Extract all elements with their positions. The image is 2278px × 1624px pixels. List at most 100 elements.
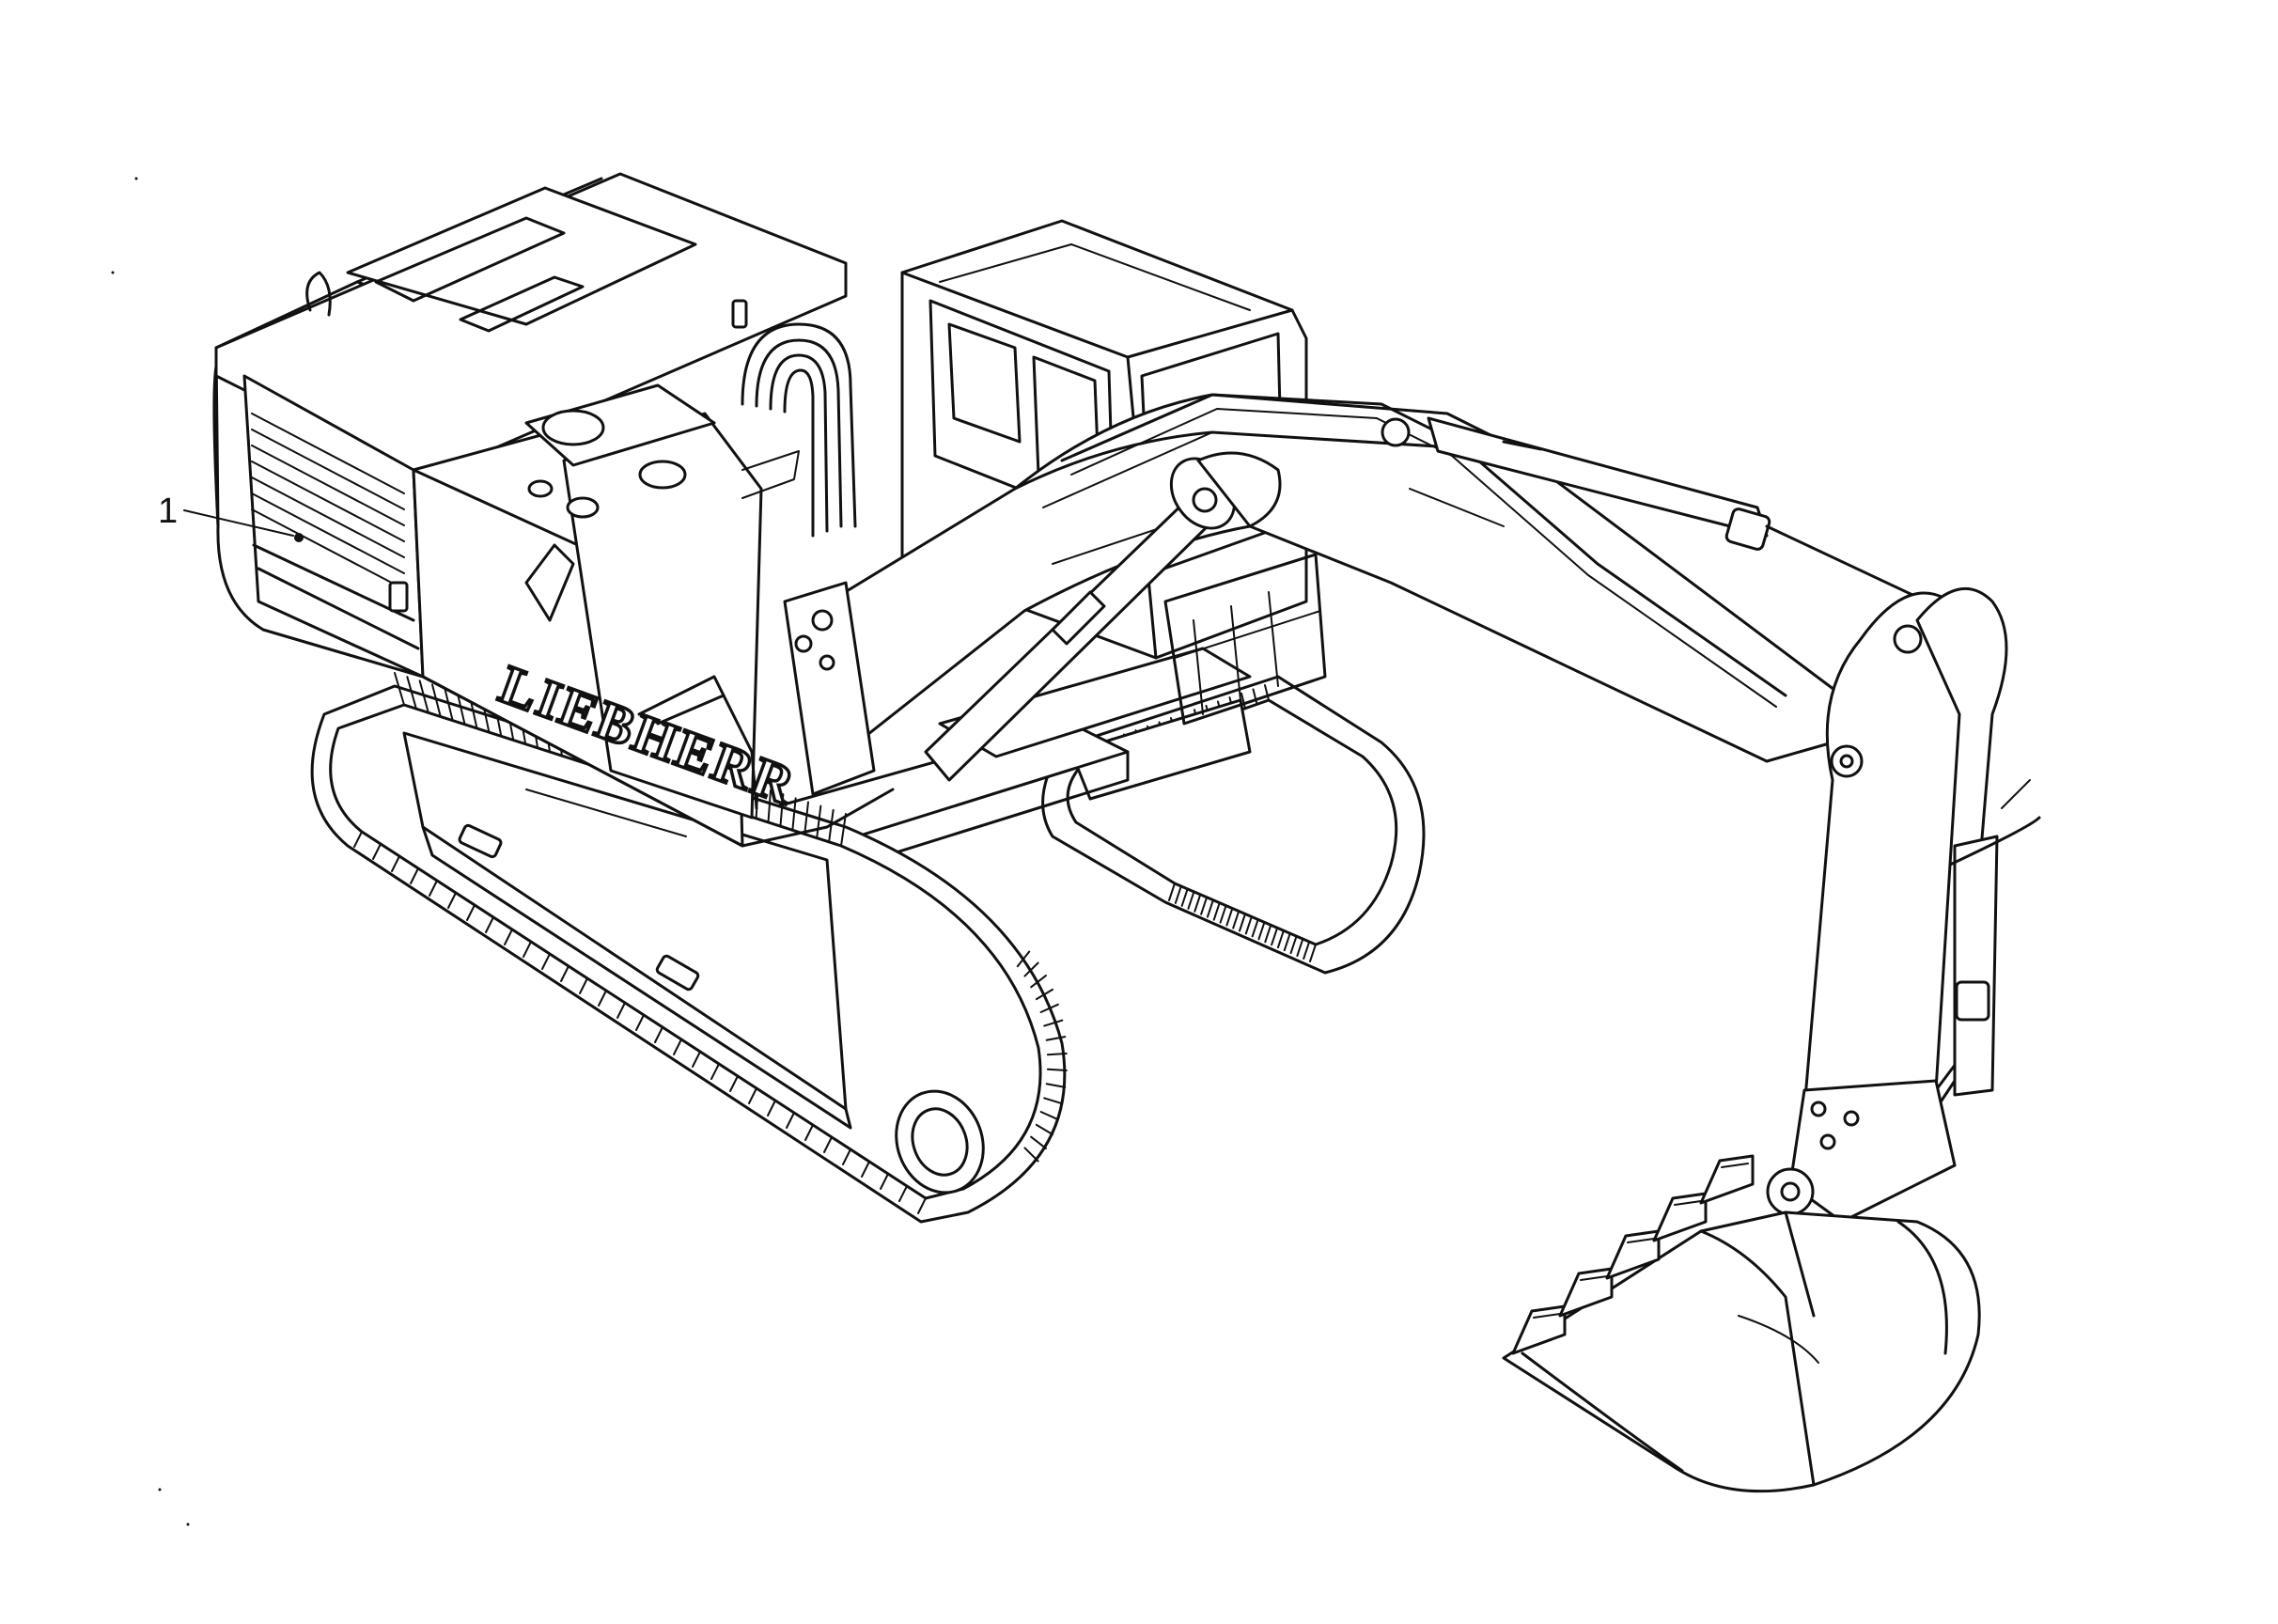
tread-line <box>1194 893 1202 913</box>
tread-line <box>1271 927 1279 946</box>
tread-line <box>410 867 419 884</box>
tread-line <box>1039 1111 1059 1121</box>
louver-line <box>251 445 405 526</box>
tread-line <box>485 916 494 933</box>
tread-line <box>1200 896 1209 915</box>
tread-line <box>673 1038 682 1055</box>
tread-line <box>654 1026 663 1043</box>
bucket-teeth <box>1511 1154 1755 1355</box>
stick-arm <box>1802 586 2041 1139</box>
hydraulic-hoses <box>741 322 857 538</box>
tread-line <box>1023 1147 1039 1163</box>
tread-line <box>1264 924 1272 944</box>
tread-line <box>1219 904 1227 924</box>
tread-line <box>1035 988 1054 1001</box>
tread-line <box>1206 898 1214 918</box>
engine-louvers <box>251 413 405 590</box>
tread-line <box>616 1002 626 1019</box>
tread-line <box>1252 688 1258 706</box>
tread-line <box>779 793 785 828</box>
tread-line <box>523 941 532 958</box>
boom-cylinder <box>924 451 1282 782</box>
bucket <box>1502 1154 1981 1493</box>
louver-line <box>251 492 405 574</box>
tooth-edge <box>1580 1275 1608 1281</box>
tread-line <box>598 990 607 1007</box>
tread-line <box>1045 1036 1067 1041</box>
tread-line <box>391 855 400 872</box>
tread-line <box>456 691 466 726</box>
tread-line <box>1257 921 1266 941</box>
tread-line <box>394 672 405 706</box>
tread-line <box>579 977 588 994</box>
boom <box>783 393 1844 796</box>
tread-line <box>816 804 822 839</box>
tread-line <box>786 1112 795 1129</box>
tread-line <box>431 683 442 718</box>
tread-line <box>710 1063 720 1080</box>
tread-line <box>842 1148 851 1165</box>
tread-line <box>917 1197 927 1214</box>
bucket-tooth <box>1699 1154 1755 1205</box>
tread-line <box>353 831 363 848</box>
tread-line <box>1239 913 1246 932</box>
tread-line <box>1023 961 1039 977</box>
tread-line <box>418 679 429 714</box>
tread-line <box>823 1136 833 1153</box>
tread-line <box>1039 1003 1059 1013</box>
tread-line <box>504 929 513 945</box>
tread-line <box>1303 941 1311 960</box>
callout-1: 1 <box>158 492 304 542</box>
tread-line <box>444 687 454 722</box>
tooth-edge <box>1674 1200 1702 1206</box>
tread-line <box>840 813 847 847</box>
tread-line <box>1016 950 1031 968</box>
tread-line <box>898 1185 908 1202</box>
tread-line <box>1043 1019 1064 1027</box>
stick-cylinder <box>1427 416 1928 603</box>
tooth-edge <box>1721 1163 1749 1168</box>
tread-line <box>1289 935 1298 955</box>
tread-line <box>541 953 551 970</box>
front-crawler-track <box>310 672 1068 1224</box>
tread-line <box>447 892 457 909</box>
tooth-edge <box>1627 1238 1655 1243</box>
tread-line <box>635 1014 645 1031</box>
tread-line <box>767 789 772 823</box>
tread-line <box>1225 907 1234 927</box>
tooth-edge <box>1533 1313 1561 1319</box>
tread-line <box>1276 929 1285 949</box>
tread-line <box>1174 884 1182 904</box>
tread-line <box>1212 901 1221 921</box>
tread-line <box>560 965 570 982</box>
tread-line <box>767 1100 776 1116</box>
tread-line <box>466 904 476 921</box>
tread-line <box>406 676 417 710</box>
tread-line <box>1168 882 1176 901</box>
tread-line <box>1043 1097 1064 1105</box>
tread-line <box>1283 932 1291 952</box>
tread-line <box>1264 684 1270 701</box>
tread-line <box>861 1161 870 1178</box>
tread-line <box>372 843 382 860</box>
tread-line <box>1296 938 1304 958</box>
tread-line <box>791 797 797 832</box>
tread-line <box>1309 944 1317 962</box>
tread-line <box>1251 918 1259 938</box>
tread-line <box>1240 692 1246 710</box>
tread-line <box>748 1087 757 1104</box>
tread-line <box>804 801 809 835</box>
tread-line <box>1035 1123 1054 1136</box>
tread-line <box>1244 915 1253 935</box>
tread-line <box>729 1075 739 1092</box>
rear-crawler-track <box>1041 675 1426 975</box>
tread-line <box>1180 887 1189 907</box>
upper-structure: LIEBHERR <box>212 172 895 848</box>
tread-line <box>692 1051 701 1068</box>
tread-line <box>804 1124 814 1141</box>
tread-line <box>1030 1135 1047 1149</box>
louver-line <box>251 429 405 510</box>
louver-line <box>251 508 405 590</box>
louver-line <box>251 413 405 494</box>
